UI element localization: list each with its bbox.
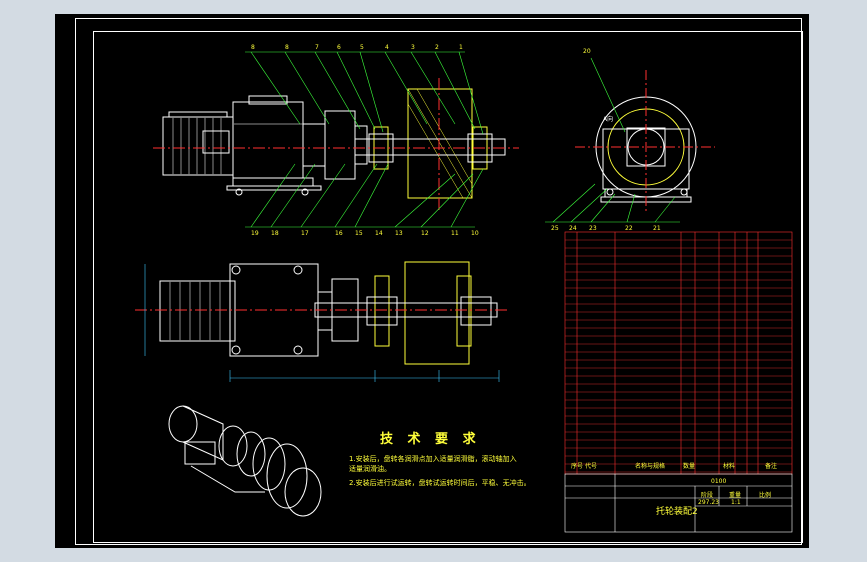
callout-bottom: 18: [271, 230, 279, 237]
callout-bottom: 10: [471, 230, 479, 237]
callout-end: 22: [625, 225, 633, 232]
end-view-leaders: [545, 57, 680, 223]
callout-top: 1: [459, 44, 463, 51]
callout-end: 24: [569, 225, 577, 232]
weight-value: 297.23: [698, 499, 719, 506]
callout-20: 20: [583, 48, 591, 55]
bom-header-name: 名称与规格: [635, 463, 666, 470]
tech-requirements-title: 技 术 要 求: [380, 432, 481, 447]
callout-end: 23: [589, 225, 597, 232]
stage-label: 阶段: [701, 492, 714, 499]
plan-view: [159, 261, 498, 365]
callout-top: 8: [251, 44, 255, 51]
callout-top: 8: [285, 44, 289, 51]
bom-header-note: 备注: [765, 463, 778, 470]
callout-end: 21: [653, 225, 661, 232]
scale-label: 比例: [759, 492, 772, 499]
bom-header-qty: 数量: [683, 463, 696, 470]
callout-top: 6: [337, 44, 341, 51]
drawing-number: 0100: [711, 478, 727, 485]
bom-header-mat: 材料: [723, 463, 736, 470]
bom-header-code: 代号: [585, 463, 598, 470]
tech-requirement-1: 1.安装后，盘转各润滑点加入适量润滑脂，滚动轴加入: [349, 455, 517, 463]
callout-bottom: 15: [355, 230, 363, 237]
callout-bottom: 13: [395, 230, 403, 237]
tech-requirement-1b: 适量润滑油。: [349, 465, 391, 473]
weight-label: 重量: [729, 492, 742, 499]
callout-top: 7: [315, 44, 319, 51]
callout-end: 25: [551, 225, 559, 232]
callout-bottom: 14: [375, 230, 383, 237]
callout-top: 5: [360, 44, 364, 51]
bom-table: [564, 231, 793, 475]
callout-bottom: 16: [335, 230, 343, 237]
front-leaders: [245, 51, 484, 228]
plan-dimensions: [144, 264, 500, 382]
front-elevation-view: [162, 88, 506, 199]
callout-top: 3: [411, 44, 415, 51]
callout-bottom: 17: [301, 230, 309, 237]
drawing-border-inner: [93, 31, 803, 543]
callout-top: 4: [385, 44, 389, 51]
section-label: A向: [603, 116, 614, 123]
title-block-grid: [564, 473, 793, 533]
tech-requirement-2: 2.安装后进行试运转，盘转试运转时间后，平稳、无冲击。: [349, 479, 531, 487]
callout-bottom: 11: [451, 230, 459, 237]
drawing-border-outer: [75, 18, 802, 545]
callout-top: 2: [435, 44, 439, 51]
isometric-view: [168, 405, 322, 517]
drawing-title: 托轮装配2: [656, 507, 698, 517]
scale-value: 1:1: [731, 499, 741, 506]
callout-bottom: 12: [421, 230, 429, 237]
bom-header-no: 序号: [571, 463, 584, 470]
callout-bottom: 19: [251, 230, 259, 237]
